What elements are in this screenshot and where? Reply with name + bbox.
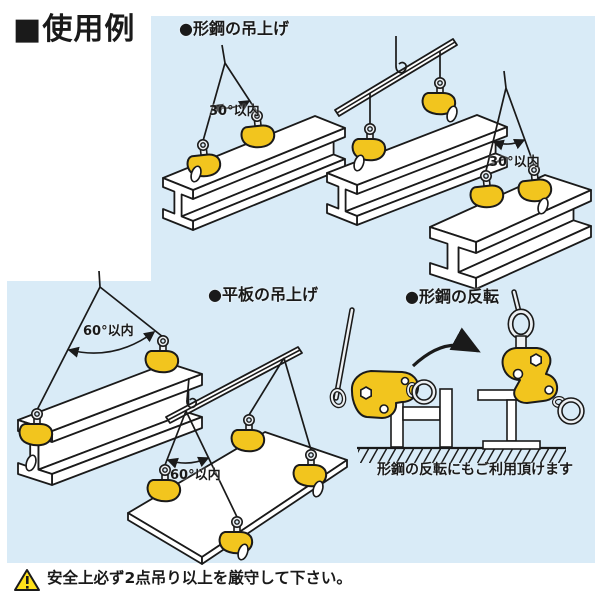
sling-lines	[164, 357, 312, 518]
heading-flat-plate-lift: ●平板の吊上げ	[208, 285, 318, 304]
angle-label-60-mid-center: 60°以内	[170, 468, 221, 483]
warning-icon	[14, 569, 40, 591]
sling-lines	[485, 70, 535, 172]
flip-clamp-left	[329, 307, 437, 419]
illustration-beam-flip	[329, 289, 585, 463]
spreader-bar-edge	[167, 349, 301, 421]
angle-label-30-top-left: 30°以内	[209, 104, 260, 119]
illustration-beam-lift-spreader	[326, 36, 508, 226]
crane-hook	[186, 377, 197, 409]
heading-shape-steel-lift: ●形鋼の吊上げ	[179, 19, 289, 38]
i-beam	[429, 174, 592, 290]
angle-arc	[166, 456, 210, 469]
crane-hook	[395, 36, 407, 74]
flip-arrow	[411, 327, 481, 368]
flip-caption: 形鋼の反転にもご利用頂けます	[377, 462, 573, 478]
angle-arc	[67, 331, 156, 358]
i-beam	[326, 114, 508, 226]
sling-lines	[369, 51, 441, 124]
illustration-plate-lift	[127, 346, 348, 565]
angle-label-60-mid-left: 60°以内	[83, 324, 134, 339]
angle-arc	[492, 138, 526, 151]
angle-arc	[211, 100, 251, 115]
ground-hatch	[358, 449, 566, 463]
illustration-beam-horizontal-lift	[17, 270, 203, 486]
i-beam	[17, 362, 203, 486]
hex-bolt	[530, 353, 542, 367]
spreader-bar-edge	[336, 41, 456, 114]
hex-bolt	[360, 386, 372, 400]
page-title: ■使用例	[13, 12, 136, 47]
illustration-beam-lift-sling	[162, 44, 346, 231]
heading-shape-steel-flip: ●形鋼の反転	[405, 287, 499, 306]
warning-text: 安全上必ず2点吊り以上を厳守して下さい。	[47, 569, 352, 587]
angle-label-30-top-right: 30°以内	[489, 155, 540, 170]
flip-clamp-right	[501, 289, 585, 425]
clamp-body	[501, 347, 559, 404]
illustration-beam-lift-sling-right	[429, 70, 592, 290]
